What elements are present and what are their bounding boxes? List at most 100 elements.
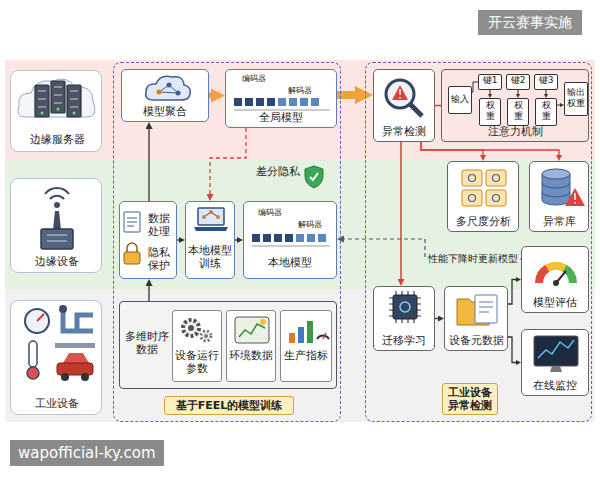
panel-region: 基于FEEL的模型训练模型聚合编码器解码器全局模型数据处理隐私保护本地模型训练编… bbox=[113, 62, 341, 422]
module-box: 注意力机制输入键1键2键3权重权重权重输出权重 bbox=[441, 69, 589, 142]
icon-part bbox=[389, 291, 421, 323]
icon-part bbox=[260, 319, 266, 325]
icon-part bbox=[263, 234, 271, 242]
node-label: 环境数据 bbox=[228, 349, 274, 362]
icon-part bbox=[81, 373, 89, 381]
icon-part bbox=[45, 188, 69, 194]
icon-part bbox=[61, 373, 69, 381]
icon-part bbox=[550, 366, 562, 372]
icon-part bbox=[300, 98, 308, 106]
icon-part bbox=[35, 85, 49, 117]
icon-part bbox=[70, 91, 78, 92]
connector bbox=[209, 93, 218, 99]
node-icon bbox=[227, 311, 277, 383]
icon-part bbox=[57, 363, 93, 375]
icon-part bbox=[542, 169, 570, 179]
icon-part bbox=[323, 333, 326, 339]
shield-shape bbox=[305, 166, 323, 188]
icon-part bbox=[493, 195, 500, 202]
icon-part bbox=[67, 85, 81, 117]
icon-part bbox=[41, 112, 44, 115]
process-box: 在线监控 bbox=[521, 329, 589, 396]
icon-part bbox=[124, 252, 140, 264]
icon-part bbox=[307, 321, 313, 343]
icon-part bbox=[63, 309, 93, 331]
connector bbox=[435, 318, 441, 319]
node-label: 设备元数据 bbox=[445, 334, 507, 347]
icon-part bbox=[245, 98, 253, 106]
icon-part bbox=[311, 98, 319, 106]
output-box: 输出权重 bbox=[564, 82, 588, 116]
connector bbox=[400, 142, 402, 283]
icon-part bbox=[55, 343, 95, 348]
icon-part bbox=[234, 110, 330, 111]
panel-title: 工业设备异常检测 bbox=[442, 383, 498, 415]
process-box: 多尺度分析 bbox=[447, 161, 519, 232]
connector bbox=[508, 337, 519, 363]
weight-box: 权重 bbox=[507, 98, 529, 126]
process-box: 模型聚合 bbox=[121, 69, 209, 122]
icon-part bbox=[157, 90, 162, 95]
icon-part bbox=[399, 89, 401, 99]
icon-part bbox=[475, 295, 497, 323]
node-label: 隐私保护 bbox=[143, 246, 175, 272]
icon-part bbox=[234, 98, 242, 106]
icon-part bbox=[54, 87, 62, 88]
edge-label: 性能下降时更新模型 bbox=[426, 253, 520, 265]
node-label: 异常检测 bbox=[374, 125, 434, 138]
icon-part bbox=[542, 183, 570, 197]
icon-part bbox=[479, 302, 493, 312]
icon-part bbox=[38, 91, 46, 92]
icon-part bbox=[389, 291, 421, 323]
icon-part bbox=[239, 324, 265, 337]
icon-part bbox=[57, 108, 60, 111]
small-label: 权重 bbox=[512, 100, 524, 122]
icon-part bbox=[400, 302, 410, 312]
small-label: 解码器 bbox=[288, 86, 328, 96]
icon-part bbox=[307, 234, 315, 242]
connector bbox=[508, 280, 519, 305]
note-label: 差分隐私 bbox=[256, 165, 300, 178]
data-box: 环境数据 bbox=[226, 310, 276, 382]
process-box: 异常检测 bbox=[373, 69, 435, 142]
icon-part bbox=[194, 227, 228, 231]
icon-part bbox=[201, 331, 211, 341]
node-label: 生产指标 bbox=[282, 349, 330, 362]
node-icon bbox=[281, 311, 333, 383]
node-label: 模型评估 bbox=[522, 296, 588, 309]
icon-part bbox=[252, 234, 260, 242]
watermark: 开云赛事实施 bbox=[478, 10, 582, 35]
icon-part bbox=[41, 229, 73, 249]
process-box: 模型评估 bbox=[521, 246, 589, 313]
icon-part bbox=[389, 291, 421, 323]
key-box: 键3 bbox=[534, 74, 558, 90]
model-box: 编码器解码器本地模型 bbox=[243, 201, 337, 279]
node-label: 工业设备 bbox=[11, 397, 103, 410]
icon-part bbox=[386, 80, 414, 108]
icon-part bbox=[469, 195, 476, 202]
node-label: 本地模型训练 bbox=[187, 244, 233, 270]
node-label: 在线监控 bbox=[522, 379, 588, 392]
icon-part bbox=[296, 234, 304, 242]
input-box: 输入 bbox=[448, 86, 472, 114]
icon-part bbox=[389, 291, 421, 323]
icon-part bbox=[462, 170, 482, 186]
icon-part bbox=[469, 175, 476, 182]
icon-part bbox=[146, 76, 191, 100]
icon-part bbox=[167, 83, 172, 88]
node-label: 多尺度分析 bbox=[448, 215, 518, 228]
icon-part bbox=[538, 340, 574, 358]
panel-region: 工业设备异常检测异常检测注意力机制输入键1键2键3权重权重权重输出权重多尺度分析… bbox=[365, 62, 592, 422]
icon-part bbox=[493, 175, 500, 182]
node-label: 数据处理 bbox=[143, 212, 175, 238]
small-label: 键2 bbox=[507, 75, 529, 86]
icon-part bbox=[37, 314, 44, 321]
icon-part bbox=[47, 235, 67, 241]
icon-part bbox=[289, 333, 295, 343]
icon-part bbox=[183, 320, 199, 336]
icon-part bbox=[289, 98, 297, 106]
weight-box: 权重 bbox=[479, 98, 501, 126]
icon-part bbox=[278, 98, 286, 106]
icon-part bbox=[486, 190, 506, 206]
